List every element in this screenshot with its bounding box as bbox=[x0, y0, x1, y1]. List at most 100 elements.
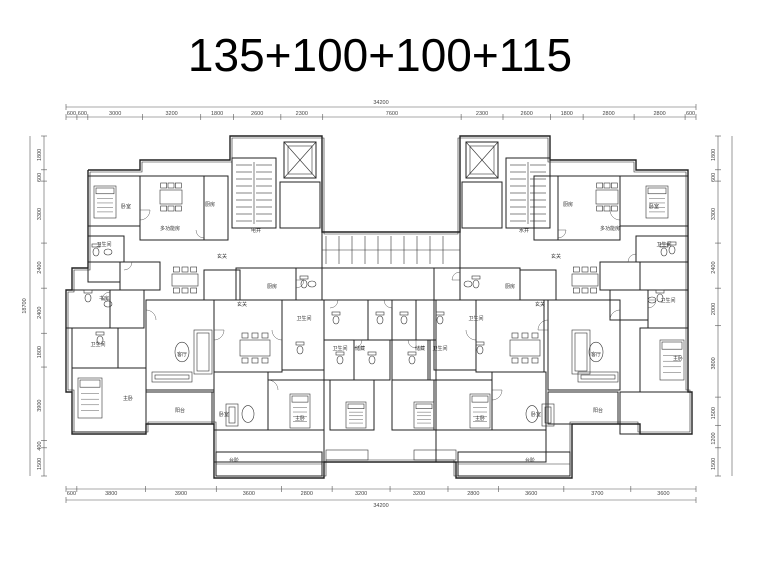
dimension-label: 3900 bbox=[37, 400, 43, 412]
chair bbox=[173, 287, 180, 294]
chair bbox=[173, 266, 180, 273]
walls bbox=[65, 135, 693, 479]
dimension-label: 2800 bbox=[301, 491, 313, 497]
dining-table bbox=[239, 339, 271, 357]
chair bbox=[190, 287, 197, 294]
chair bbox=[181, 266, 189, 273]
toilet-bowl bbox=[336, 355, 344, 365]
door-swing bbox=[353, 339, 363, 349]
toilet-bowl bbox=[332, 315, 340, 325]
room-label-bathroom: 卫生间 bbox=[90, 341, 105, 348]
room-label-study: 书房 bbox=[99, 295, 109, 302]
room-inner-right-unit bbox=[433, 299, 477, 371]
sink bbox=[463, 280, 473, 288]
room-label-balcony: 阳台 bbox=[593, 407, 603, 414]
toilet-bowl bbox=[96, 335, 104, 345]
room-label-kitchen: 厨房 bbox=[505, 283, 515, 290]
balcony-left bbox=[145, 391, 215, 425]
room-right-unit bbox=[599, 261, 641, 291]
toilet-tank bbox=[331, 311, 341, 316]
door-swing bbox=[465, 329, 477, 341]
chair bbox=[581, 266, 589, 273]
chair bbox=[261, 332, 269, 339]
toilet-tank bbox=[399, 311, 409, 316]
bed-pillow bbox=[415, 403, 433, 409]
door-swing bbox=[139, 209, 151, 221]
sofa bbox=[541, 403, 555, 427]
toilet-tank bbox=[95, 331, 105, 336]
chair bbox=[596, 182, 603, 189]
dimension-label: 600 bbox=[37, 173, 43, 182]
toilet-tank bbox=[83, 289, 93, 294]
room-label-foyer: 玄关 bbox=[217, 253, 227, 260]
dimension-label: 1200 bbox=[711, 432, 717, 444]
overall-dimension-top: 34200 bbox=[373, 100, 388, 106]
door-swing bbox=[295, 279, 305, 289]
sink bbox=[103, 248, 113, 256]
toilet-tank bbox=[475, 341, 485, 346]
chair bbox=[511, 332, 519, 339]
sofa-seat bbox=[154, 374, 190, 380]
room-inner-left-unit bbox=[281, 299, 325, 371]
dimension-label: 7600 bbox=[386, 111, 398, 117]
chair bbox=[603, 182, 611, 189]
toilet-bowl bbox=[668, 245, 676, 255]
dimension-label: 3200 bbox=[165, 111, 177, 117]
room-middle bbox=[323, 299, 369, 341]
dimension-label: 2600 bbox=[251, 111, 263, 117]
dining-table bbox=[595, 189, 619, 205]
toilet-bowl bbox=[92, 247, 100, 257]
room-right-unit bbox=[519, 269, 557, 301]
toilet-tank bbox=[667, 241, 677, 246]
room-label-storage: 储藏 bbox=[355, 345, 365, 352]
chair bbox=[611, 205, 618, 212]
dimension-label: 1800 bbox=[711, 149, 717, 161]
elevator-cross bbox=[283, 141, 317, 179]
room-middle bbox=[391, 379, 437, 431]
dimension-label: 3600 bbox=[243, 491, 255, 497]
dimension-label: 1800 bbox=[37, 346, 43, 358]
room-right-unit bbox=[547, 391, 619, 425]
room-inner-right-unit bbox=[491, 371, 547, 431]
chair bbox=[160, 182, 167, 189]
room-label-bedroom: 卧室 bbox=[219, 411, 229, 418]
room-left-unit bbox=[87, 261, 121, 283]
dimension-label: 2300 bbox=[296, 111, 308, 117]
dimension-label: 3200 bbox=[413, 491, 425, 497]
door-swing bbox=[609, 309, 621, 321]
overall-dimension-bottom: 34200 bbox=[373, 503, 388, 509]
dimension-label: 400 bbox=[37, 441, 43, 450]
chair bbox=[531, 332, 539, 339]
room-right-unit bbox=[547, 299, 621, 391]
dimension-label: 3000 bbox=[109, 111, 121, 117]
toilet-bowl bbox=[400, 315, 408, 325]
door-swing bbox=[195, 229, 205, 239]
room-inner-right-unit bbox=[475, 299, 545, 373]
door-swing bbox=[647, 299, 657, 309]
door-swing bbox=[451, 271, 461, 281]
bed bbox=[413, 401, 435, 429]
dimension-label: 3800 bbox=[105, 491, 117, 497]
room-label-bedroom: 卧室 bbox=[649, 203, 659, 210]
bed-pillow bbox=[471, 395, 489, 403]
room-label-kitchen: 厨房 bbox=[267, 283, 277, 290]
toilet-bowl bbox=[436, 315, 444, 325]
sofa bbox=[151, 371, 193, 383]
toilet-bowl bbox=[476, 345, 484, 355]
door-swing bbox=[491, 389, 503, 401]
sofa bbox=[571, 329, 591, 375]
dimension-label: 2600 bbox=[521, 111, 533, 117]
room-label-terrace: 台阶 bbox=[525, 457, 535, 464]
plan-title: 135+100+100+115 bbox=[187, 29, 573, 81]
door-swing bbox=[609, 209, 621, 221]
sofa bbox=[577, 371, 619, 383]
chair bbox=[603, 205, 611, 212]
coffee-table bbox=[588, 341, 604, 363]
room-left-unit bbox=[71, 367, 147, 433]
room-label-master_bedroom: 主卧 bbox=[295, 415, 305, 422]
dimension-label: 2400 bbox=[711, 261, 717, 273]
room-middle bbox=[367, 299, 393, 341]
room-label-master_bedroom: 主卧 bbox=[475, 415, 485, 422]
elevator-cross bbox=[465, 141, 499, 179]
door-swing bbox=[123, 261, 133, 271]
